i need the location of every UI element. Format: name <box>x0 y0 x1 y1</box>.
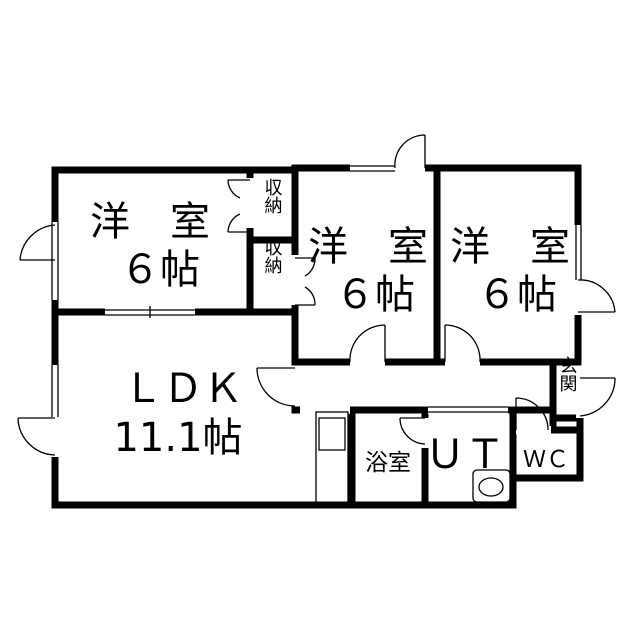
utility-label: ＵＴ <box>425 432 505 478</box>
center-bedroom-type: 洋 室 <box>308 224 428 270</box>
west-bedroom-size: ６帖 <box>120 247 200 293</box>
kitchen-sink <box>318 417 346 451</box>
fixtures <box>315 411 511 506</box>
bath-label: 浴室 <box>365 450 411 476</box>
windows <box>51 165 582 417</box>
storage-bottom-label: 収納 <box>262 238 283 274</box>
storage-top-label: 収納 <box>262 178 283 214</box>
east-bedroom-type: 洋 室 <box>450 224 570 270</box>
west-bedroom-type: 洋 室 <box>90 199 210 245</box>
ldk-size: 11.1帖 <box>113 415 242 461</box>
center-bedroom-size: ６帖 <box>335 272 415 318</box>
vertical-labels: 収納 収納 玄関 <box>262 178 578 392</box>
entrance-label: 玄関 <box>557 356 578 392</box>
door-swings <box>17 134 616 456</box>
room-labels: 洋 室 ６帖 洋 室 ６帖 洋 室 ６帖 ＬＤＫ 11.1帖 浴室 ＵＴ ＷＣ <box>90 199 570 478</box>
washbasin <box>472 469 511 503</box>
kitchen-counter <box>315 411 349 506</box>
ldk-type: ＬＤＫ <box>123 366 243 412</box>
toilet-label: ＷＣ <box>523 447 569 473</box>
east-bedroom-size: ６帖 <box>477 272 557 318</box>
